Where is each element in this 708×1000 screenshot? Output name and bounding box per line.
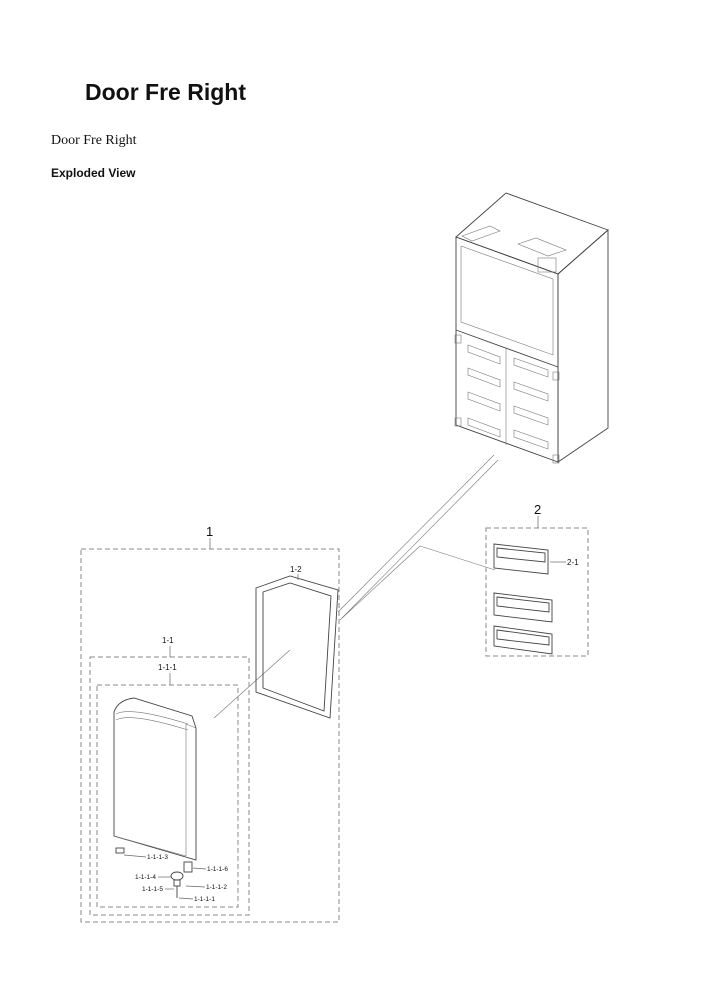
callout-1-2: 1-2 xyxy=(290,565,302,574)
door-gasket xyxy=(255,575,339,719)
callout-1-1-1-1: 1-1-1-1 xyxy=(194,896,215,903)
exploded-view-label: Exploded View xyxy=(51,166,136,180)
callout-2: 2 xyxy=(534,502,541,517)
door-baskets xyxy=(493,543,553,655)
hinge-parts xyxy=(115,847,193,898)
group-1-1-1-frame xyxy=(96,684,239,908)
door-panel xyxy=(113,697,197,861)
callout-1-1-1-4: 1-1-1-4 xyxy=(135,874,156,881)
part-callouts: 1-1-1-3 1-1-1-6 1-1-1-4 1-1-1-2 1-1-1-5 … xyxy=(123,854,228,903)
callout-1-1: 1-1 xyxy=(162,636,174,645)
assembly-guide-lines xyxy=(213,454,499,719)
callout-1-1-1-2: 1-1-1-2 xyxy=(206,884,227,891)
callout-1-1-1-6: 1-1-1-6 xyxy=(207,866,228,873)
callout-1: 1 xyxy=(206,524,213,539)
callout-1-1-1-5: 1-1-1-5 xyxy=(142,886,163,893)
group-1-1-frame xyxy=(89,656,250,916)
refrigerator-cabinet xyxy=(454,192,609,464)
group-2-frame xyxy=(485,527,589,657)
callout-1-1-1: 1-1-1 xyxy=(158,663,177,672)
callout-2-1: 2-1 xyxy=(567,558,579,567)
section-title: Door Fre Right xyxy=(51,133,137,148)
page-title: Door Fre Right xyxy=(85,79,246,105)
callout-1-1-1-3: 1-1-1-3 xyxy=(147,854,168,861)
